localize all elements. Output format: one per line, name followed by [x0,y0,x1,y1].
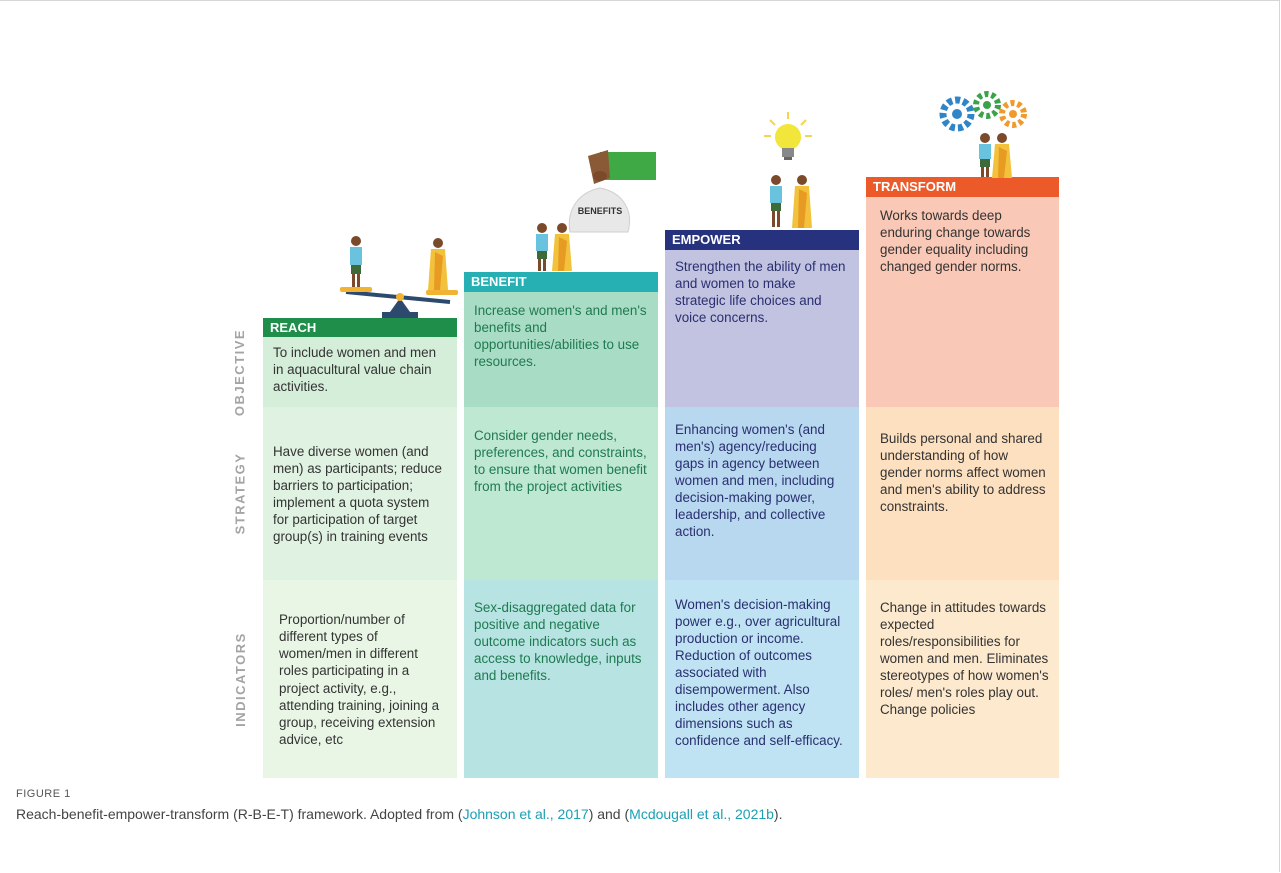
reach-indicators: Proportion/number of different types of … [263,580,457,778]
transform-strategy: Builds personal and shared understanding… [866,407,1059,580]
gears-illustration [939,91,1027,178]
column-empower: EMPOWER Strengthen the ability of men an… [665,230,859,778]
reach-strategy: Have diverse women (and men) as particip… [263,407,457,580]
column-reach: REACH To include women and men in aquacu… [263,318,457,778]
citation-link-mcdougall[interactable]: Mcdougall et al., 2021b [629,806,774,822]
empower-strategy: Enhancing women's (and men's) agency/red… [665,407,859,580]
reach-header: REACH [263,318,457,338]
caption-text-after: ). [773,806,783,822]
caption-text-before: Reach-benefit-empower-transform (R-B-E-T… [16,806,463,822]
citation-link-johnson[interactable]: Johnson et al., 2017 [462,806,589,822]
reach-objective: To include women and men in aquacultural… [263,337,457,407]
benefits-bag-label: BENEFITS [578,206,623,216]
empower-indicators: Women's decision-making power e.g., over… [665,580,859,778]
transform-objective: Works towards deep enduring change towar… [866,197,1059,407]
row-label-strategy: STRATEGY [232,452,248,535]
benefit-objective: Increase women's and men's benefits and … [464,292,658,407]
row-label-objective: OBJECTIVE [232,328,248,416]
figure-caption: Reach-benefit-empower-transform (R-B-E-T… [16,806,782,822]
column-transform: TRANSFORM Works towards deep enduring ch… [866,177,1059,778]
row-label-indicators: INDICATORS [232,631,248,727]
transform-indicators: Change in attitudes towards expected rol… [866,580,1059,778]
empower-objective: Strengthen the ability of men and women … [665,250,859,407]
caption-text-middle: ) and ( [588,806,630,822]
empower-header: EMPOWER [665,230,859,250]
benefits-bag-illustration: BENEFITS [536,150,656,271]
benefit-header: BENEFIT [464,272,658,292]
lightbulb-illustration [764,112,812,228]
column-benefit: BENEFIT Increase women's and men's benef… [464,272,658,778]
transform-header: TRANSFORM [866,177,1059,197]
figure-label: FIGURE 1 [16,788,71,800]
benefit-indicators: Sex-disaggregated data for positive and … [464,580,658,778]
benefit-strategy: Consider gender needs, preferences, and … [464,407,658,580]
balance-scale-illustration [340,236,458,318]
